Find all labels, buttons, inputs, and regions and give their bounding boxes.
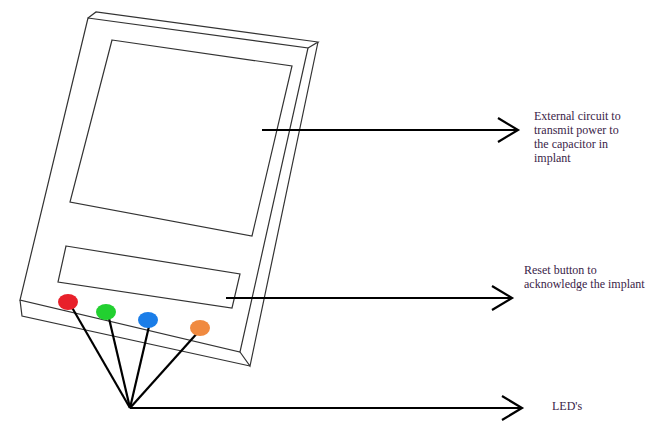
- arrow-head: [502, 396, 522, 420]
- leader-arrow: [226, 297, 512, 299]
- green-led: [96, 304, 116, 320]
- arrow-head: [498, 118, 518, 142]
- led-leader: [130, 322, 150, 408]
- reset-button: [58, 246, 240, 308]
- orange-led: [190, 320, 210, 336]
- led-leader: [130, 330, 200, 408]
- device-side: [240, 42, 318, 366]
- device-bottom: [20, 300, 250, 366]
- leader-arrow: [130, 407, 522, 409]
- led-leader: [70, 304, 130, 408]
- arrow-head: [492, 286, 512, 310]
- red-led: [58, 294, 78, 310]
- device-top-edge: [88, 12, 318, 48]
- callout-label: External circuit to transmit power to th…: [532, 108, 628, 166]
- callout-label: Reset button to acknowledge the implant: [522, 262, 658, 292]
- blue-led: [138, 312, 158, 328]
- device-front: [20, 18, 308, 352]
- leader-arrow: [262, 129, 518, 131]
- callout-label: LED's: [550, 398, 614, 414]
- led-leader: [108, 314, 130, 408]
- screen-panel: [70, 40, 292, 236]
